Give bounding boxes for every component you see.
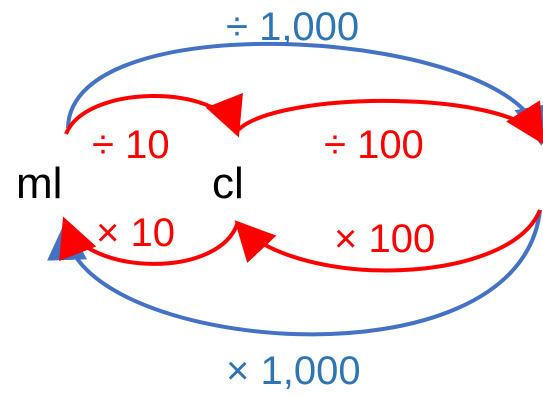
label-ml-to-l: ÷ 1,000 <box>226 5 359 49</box>
arrow-cl-to-ml <box>59 216 240 266</box>
unit-cl: cl <box>212 159 244 208</box>
label-l-to-ml: × 1,000 <box>226 349 361 393</box>
arrow-ml-to-cl <box>64 92 243 138</box>
unit-ml: ml <box>16 159 62 208</box>
arrow-cl-to-l <box>236 98 543 145</box>
arrow-l-to-cl <box>234 209 542 273</box>
label-cl-to-l: ÷ 100 <box>324 123 424 167</box>
arrow-ml-to-l <box>66 41 543 146</box>
label-l-to-cl: × 100 <box>334 217 435 261</box>
label-ml-to-cl: ÷ 10 <box>92 123 170 167</box>
label-cl-to-ml: × 10 <box>96 211 175 255</box>
arrow-l-to-ml <box>47 209 542 337</box>
